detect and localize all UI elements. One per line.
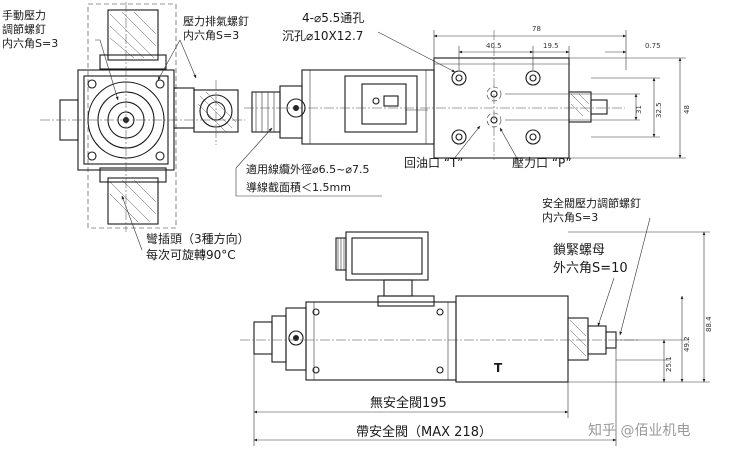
front-view-valve <box>40 2 245 232</box>
return-port-label: 回油口 “T” <box>404 156 464 170</box>
plan-view-valve <box>244 30 625 160</box>
dim-31: 31 <box>635 105 643 114</box>
cable-label-1: 適用線纜外徑⌀6.5~⌀7.5 <box>246 163 370 176</box>
dim-32-5: 32.5 <box>655 102 663 118</box>
leaders-side <box>597 217 651 336</box>
dim-19-5: 19.5 <box>543 42 559 50</box>
dim-40-5: 40.5 <box>486 42 502 50</box>
dim-49-2: 49.2 <box>683 336 691 352</box>
leaders-left <box>95 39 197 251</box>
manual-screw-label-1: 手動壓力 <box>2 9 46 22</box>
lock-nut-label-1: 鎖緊螺母 <box>553 243 606 258</box>
holes-label-2: 沉孔⌀10X12.7 <box>282 29 364 43</box>
with-safety-valve-dim: 帶安全閥（MAX 218） <box>356 425 492 440</box>
lock-nut-label-2: 外六角S=10 <box>553 261 628 276</box>
cable-label-2: 導線截面積＜1.5mm <box>246 181 351 194</box>
dim-25-1: 25.1 <box>665 356 673 372</box>
holes-label-1: 4-⌀5.5通孔 <box>302 11 365 25</box>
dim-0-75: 0.75 <box>645 42 661 50</box>
plug-label-2: 每次可旋轉90°C <box>146 248 236 262</box>
plug-label-1: 彎插頭（3種方向） <box>146 232 250 246</box>
safety-screw-label-1: 安全閥壓力調節螺釘 <box>542 197 641 210</box>
dim-88-4: 88.4 <box>705 316 713 332</box>
side-view-valve <box>240 231 640 383</box>
manual-screw-label-2: 調節螺釘 <box>2 23 46 36</box>
dimensions-plan <box>433 30 686 159</box>
watermark: 知乎 @佰业机电 <box>588 423 691 439</box>
manual-screw-label-3: 内六角S=3 <box>2 37 59 50</box>
dim-48: 48 <box>683 105 691 114</box>
bleed-screw-label-2: 内六角S=3 <box>183 29 240 42</box>
no-safety-valve-dim: 無安全閥195 <box>370 396 447 411</box>
pressure-port-label: 壓力口 “P” <box>512 156 572 170</box>
leaders-plan <box>235 31 519 197</box>
port-t-label: T <box>494 361 503 375</box>
bleed-screw-label-1: 壓力排氣螺釘 <box>183 15 249 28</box>
dimensions-side <box>253 231 710 446</box>
dim-78: 78 <box>532 25 541 33</box>
safety-screw-label-2: 内六角S=3 <box>542 211 599 224</box>
